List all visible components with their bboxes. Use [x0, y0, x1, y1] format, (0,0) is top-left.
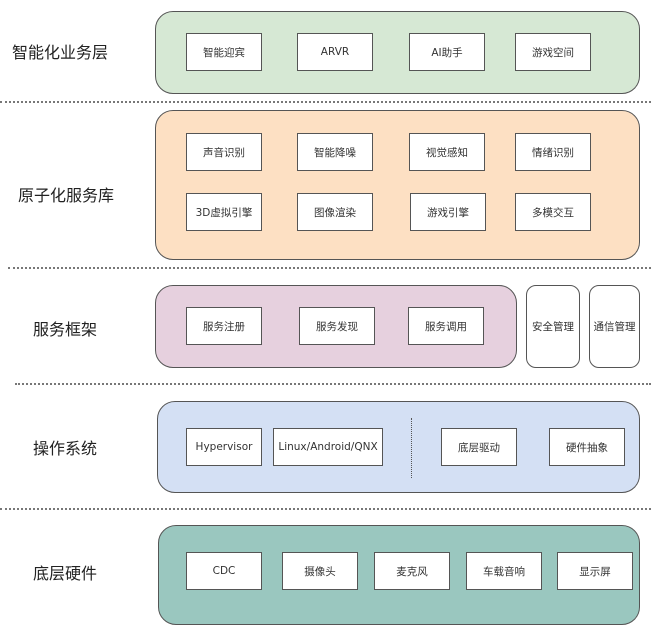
hardware-item-camera: 摄像头: [282, 552, 358, 590]
hardware-item-display: 显示屏: [557, 552, 633, 590]
os-item-low-level-driver: 底层驱动: [441, 428, 517, 466]
atomic-item-multimodal-interaction: 多模交互: [515, 193, 591, 231]
framework-item-service-registration: 服务注册: [186, 307, 262, 345]
business-item-arvr: ARVR: [297, 33, 373, 71]
framework-item-service-invocation: 服务调用: [408, 307, 484, 345]
atomic-item-3d-engine: 3D虚拟引擎: [186, 193, 262, 231]
os-item-hardware-abstraction: 硬件抽象: [549, 428, 625, 466]
framework-item-service-discovery: 服务发现: [299, 307, 375, 345]
hardware-item-microphone: 麦克风: [374, 552, 450, 590]
os-separator: [411, 418, 412, 478]
hardware-item-cdc: CDC: [186, 552, 262, 590]
business-item-ai-assistant: AI助手: [409, 33, 485, 71]
hardware-item-car-speaker: 车载音响: [466, 552, 542, 590]
atomic-item-voice-recognition: 声音识别: [186, 133, 262, 171]
atomic-item-noise-reduction: 智能降噪: [297, 133, 373, 171]
security-management-box: 安全管理: [526, 285, 580, 368]
communication-management-box: 通信管理: [589, 285, 640, 368]
os-item-linux-android-qnx: Linux/Android/QNX: [273, 428, 383, 466]
layer-label-framework: 服务框架: [33, 320, 98, 339]
layer-label-os: 操作系统: [33, 439, 98, 458]
atomic-item-emotion-recognition: 情绪识别: [515, 133, 591, 171]
layer-label-business: 智能化业务层: [12, 43, 109, 62]
layer-divider: [8, 267, 651, 269]
layer-divider: [0, 101, 651, 103]
layer-label-atomic: 原子化服务库: [18, 186, 115, 205]
business-item-smart-welcome: 智能迎宾: [186, 33, 262, 71]
business-item-game-space: 游戏空间: [515, 33, 591, 71]
layer-divider: [0, 508, 651, 510]
atomic-item-image-rendering: 图像渲染: [297, 193, 373, 231]
layer-label-hardware: 底层硬件: [33, 564, 98, 583]
atomic-item-visual-perception: 视觉感知: [409, 133, 485, 171]
os-item-hypervisor: Hypervisor: [186, 428, 262, 466]
atomic-item-game-engine: 游戏引擎: [410, 193, 486, 231]
layer-divider: [15, 383, 651, 385]
